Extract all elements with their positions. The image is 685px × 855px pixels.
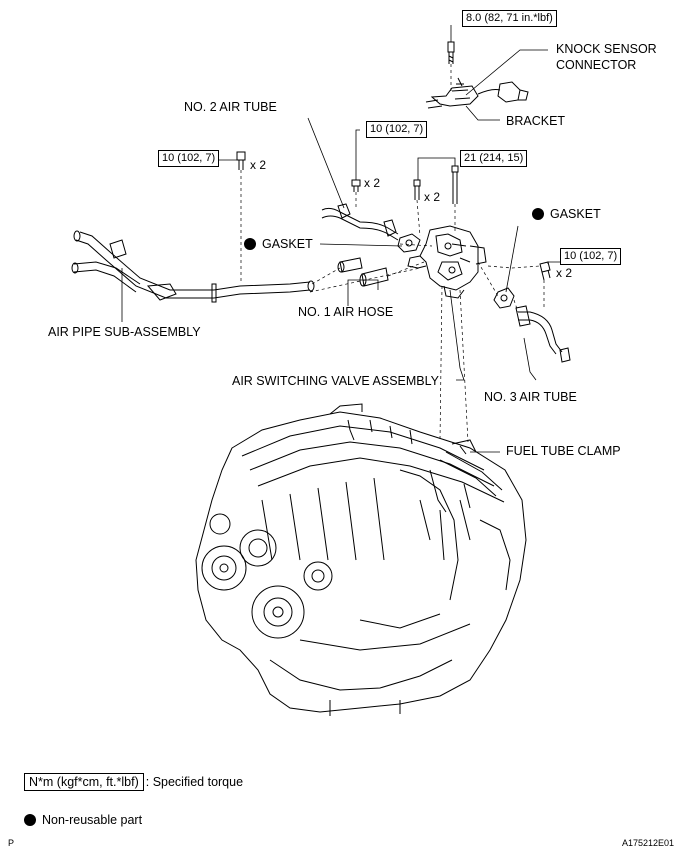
legend-torque-box: N*m (kgf*cm, ft.*lbf) (24, 773, 144, 791)
no2-air-tube-part (321, 203, 399, 241)
no2-tube-bolt (351, 179, 361, 192)
torque-no2-tube-bolts: 10 (102, 7) (366, 121, 428, 138)
qty-no2-tube-bolts: x 2 (364, 176, 381, 190)
alignment-lines (240, 64, 545, 443)
legend-torque-text: : Specified torque (145, 775, 244, 789)
label-no2-air-tube: NO. 2 AIR TUBE (184, 100, 277, 114)
legend-non-reusable: Non-reusable part (24, 812, 142, 828)
label-fuel-tube-clamp: FUEL TUBE CLAMP (506, 444, 621, 458)
air-switching-valve-part (407, 225, 487, 299)
qty-air-pipe-bolts: x 2 (250, 158, 267, 172)
torque-knock-bracket-bolt: 8.0 (82, 71 in.*lbf) (462, 10, 557, 27)
label-bracket: BRACKET (506, 114, 566, 128)
non-reusable-dot-icon (244, 238, 256, 250)
no3-air-tube-part (515, 305, 571, 363)
non-reusable-dot-icon (24, 814, 36, 826)
qty-valve-bolts: x 2 (424, 190, 441, 204)
gasket-right-part (493, 287, 515, 309)
torque-air-pipe-bolts: 10 (102, 7) (158, 150, 220, 167)
label-no1-air-hose: NO. 1 AIR HOSE (298, 305, 394, 319)
label-air-switching-valve-assembly: AIR SWITCHING VALVE ASSEMBLY (232, 374, 439, 388)
no1-air-hose-part (337, 257, 389, 287)
label-air-pipe-sub-assembly: AIR PIPE SUB-ASSEMBLY (48, 325, 201, 339)
legend-non-reusable-text: Non-reusable part (42, 813, 143, 827)
label-gasket-mid: GASKET (244, 237, 313, 251)
corner-code-left: P (8, 838, 15, 848)
legend-specified-torque: N*m (kgf*cm, ft.*lbf): Specified torque (24, 773, 244, 791)
air-pipe-bolt (236, 151, 246, 170)
engine-block (195, 403, 527, 716)
non-reusable-dot-icon (532, 208, 544, 220)
qty-no3-tube-bolts: x 2 (556, 266, 573, 280)
valve-bolts (413, 165, 459, 204)
gasket-mid-part (397, 233, 421, 253)
knock-sensor-connector-part (425, 77, 529, 109)
label-knock-sensor-connector-line1: KNOCK SENSOR (556, 42, 657, 56)
air-pipe-sub-assembly-part (71, 230, 315, 303)
label-gasket-right: GASKET (532, 207, 601, 221)
torque-valve-bolts: 21 (214, 15) (460, 150, 528, 167)
torque-no3-tube-bolts: 10 (102, 7) (560, 248, 622, 265)
label-no3-air-tube: NO. 3 AIR TUBE (484, 390, 577, 404)
knock-bracket-bolt (447, 41, 455, 64)
label-knock-sensor-connector-line2: CONNECTOR (556, 58, 637, 72)
no3-tube-bolt (539, 261, 551, 281)
figure-id: A175212E01 (622, 838, 675, 848)
